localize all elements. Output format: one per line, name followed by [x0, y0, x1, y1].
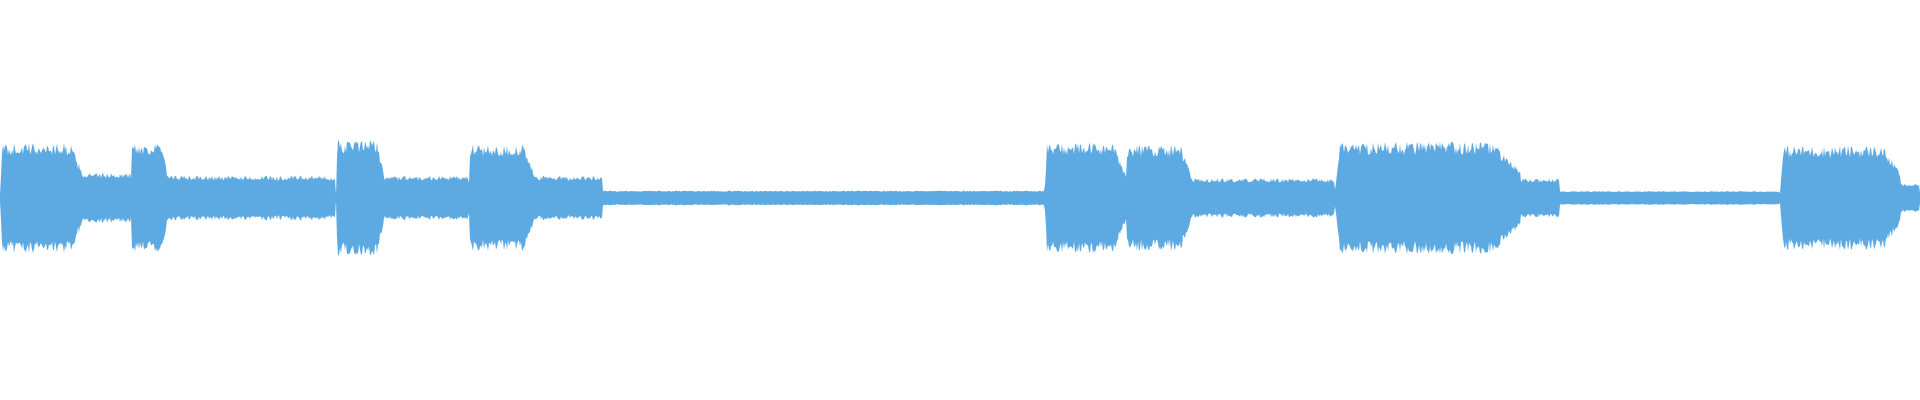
waveform-graphic [0, 140, 1920, 256]
audio-waveform [0, 140, 1920, 256]
